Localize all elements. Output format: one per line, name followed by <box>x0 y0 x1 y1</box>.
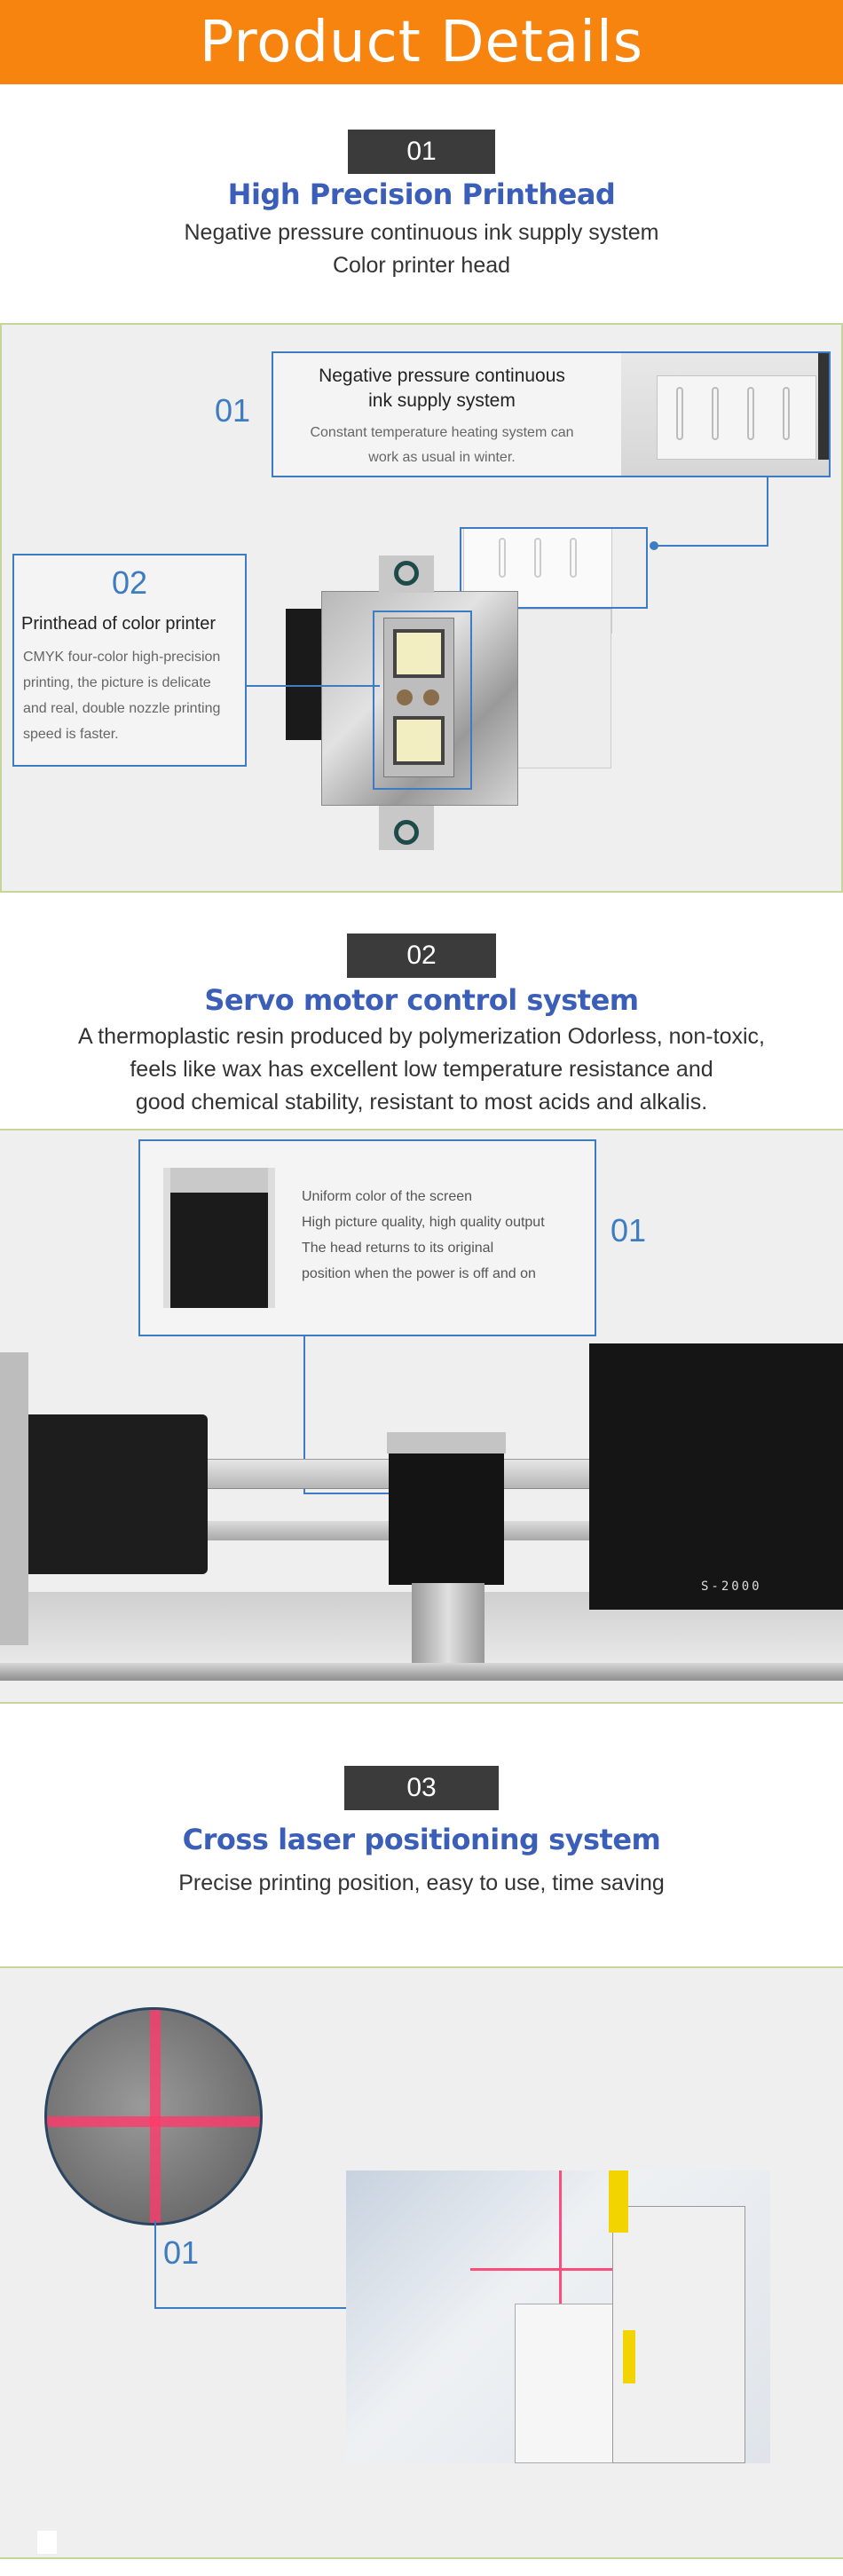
nozzle-plate <box>383 618 454 777</box>
connector-line <box>303 1493 392 1494</box>
side-panel <box>512 609 611 768</box>
callout-text-line: The head returns to its original <box>302 1241 494 1256</box>
description-line: Negative pressure continuous ink supply … <box>184 220 659 245</box>
ink-tank-slot <box>499 538 506 578</box>
callout-text-line: work as usual in winter. <box>368 450 516 465</box>
ink-tank-highlight <box>460 527 648 609</box>
gearbox <box>412 1583 485 1663</box>
callout-title: Printhead of color printer <box>21 614 217 634</box>
servo-motor-thumbnail <box>163 1168 275 1308</box>
callout-text-line: printing, the picture is delicate <box>23 675 211 690</box>
nozzle-screw <box>397 689 413 705</box>
callout-text-line: speed is faster. <box>23 727 119 742</box>
connector-line <box>653 545 768 547</box>
section-number-badge: 02 <box>347 934 496 978</box>
bottom-divider <box>0 2557 843 2559</box>
callout-text: CMYK four-color high-precision printing,… <box>23 644 245 747</box>
section-description: Precise printing position, easy to use, … <box>178 1871 665 1895</box>
laser-printer-photo <box>346 2170 770 2463</box>
printhead-highlight <box>373 611 472 790</box>
callout-title: Negative pressure continuous ink supply … <box>273 364 611 414</box>
print-head-block <box>515 2304 621 2463</box>
connector-line <box>154 2220 156 2309</box>
servo-motor <box>389 1443 504 1585</box>
machine-rod <box>0 1663 843 1681</box>
description-line: feels like wax has excellent low tempera… <box>130 1057 713 1082</box>
section-number-badge: 01 <box>348 130 495 174</box>
servo-motor-cap <box>387 1432 506 1453</box>
callout-text-line: and real, double nozzle printing <box>23 701 221 716</box>
laser-cross-zoom <box>44 2007 263 2225</box>
printhead-frame <box>286 609 321 740</box>
ink-tank-slot <box>570 538 577 578</box>
yellow-cartridge <box>609 2170 628 2233</box>
callout-number: 02 <box>111 564 148 601</box>
bottom-marker <box>37 2531 57 2554</box>
connector-line <box>767 477 768 547</box>
mount-ring <box>394 820 419 845</box>
section-title: Cross laser positioning system <box>182 1823 661 1856</box>
servo-callout: Uniform color of the screen High picture… <box>138 1139 596 1336</box>
yellow-cartridge <box>623 2330 635 2383</box>
laser-line-horizontal <box>47 2116 260 2127</box>
laser-beam-horizontal <box>470 2268 639 2271</box>
ink-supply-callout: Negative pressure continuous ink supply … <box>272 351 831 477</box>
callout-text-line: High picture quality, high quality outpu… <box>302 1215 545 1230</box>
section-description: Negative pressure continuous ink supply … <box>0 217 843 282</box>
connector-line <box>154 2307 474 2309</box>
callout-title-line: ink supply system <box>368 390 516 411</box>
callout-number: 01 <box>215 392 251 429</box>
nozzle-chip <box>393 629 445 678</box>
printer-cabinet <box>589 1343 843 1610</box>
connector-dot <box>650 541 658 550</box>
nozzle-screw <box>423 689 439 705</box>
mount-ring <box>394 561 419 586</box>
laser-feature-panel: 01 <box>0 1966 843 2557</box>
ink-tank-image <box>621 353 829 476</box>
description-line: Color printer head <box>332 253 511 278</box>
description-line: A thermoplastic resin produced by polyme… <box>78 1024 765 1049</box>
connector-line <box>247 685 380 687</box>
printhead-callout: 02 Printhead of color printer CMYK four-… <box>12 554 247 767</box>
callout-text-line: position when the power is off and on <box>302 1266 536 1281</box>
servo-callout-text: Uniform color of the screen High picture… <box>302 1184 545 1287</box>
callout-text-line: Uniform color of the screen <box>302 1189 473 1204</box>
nozzle-chip <box>393 716 445 765</box>
description-line: good chemical stability, resistant to mo… <box>135 1090 708 1115</box>
ink-tank-slot <box>534 538 541 578</box>
section-number-badge: 03 <box>344 1766 499 1810</box>
section-title: High Precision Printhead <box>227 177 616 211</box>
section-title: Servo motor control system <box>204 983 639 1017</box>
section-description: A thermoplastic resin produced by polyme… <box>0 1020 843 1119</box>
left-frame <box>0 1352 28 1645</box>
servo-feature-panel: Uniform color of the screen High picture… <box>0 1129 843 1704</box>
header-banner: Product Details <box>0 0 843 84</box>
callout-number: 01 <box>611 1212 647 1249</box>
printhead-feature-panel: 01 Negative pressure continuous ink supp… <box>0 323 843 893</box>
callout-text-line: Constant temperature heating system can <box>310 425 574 440</box>
callout-number: 01 <box>163 2234 200 2271</box>
callout-title-line: Negative pressure continuous <box>319 366 565 386</box>
callout-text-line: CMYK four-color high-precision <box>23 650 221 665</box>
page-title: Product Details <box>199 9 644 75</box>
callout-text: Constant temperature heating system can … <box>273 421 611 470</box>
connector-line <box>303 1336 305 1494</box>
machine-label: S-2000 <box>701 1579 762 1594</box>
left-motor <box>18 1414 208 1574</box>
